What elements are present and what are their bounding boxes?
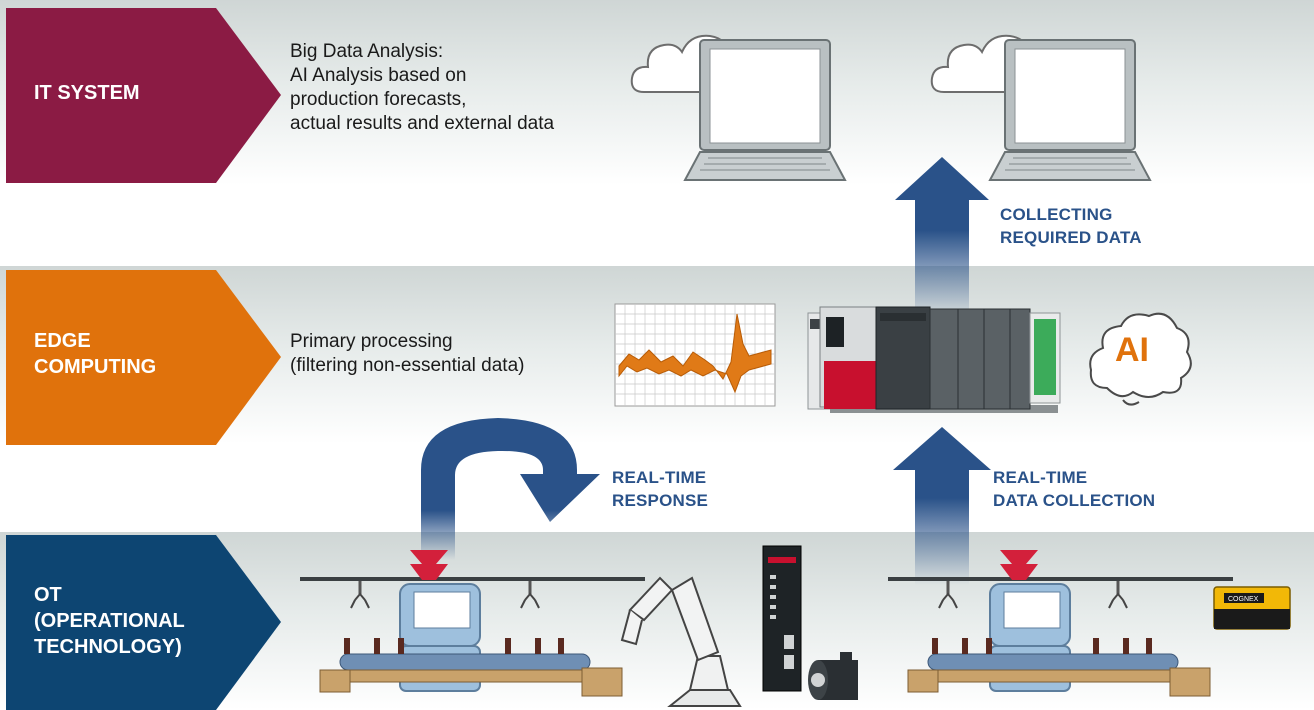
ai-badge: AI xyxy=(1115,331,1149,369)
it-system-description: Big Data Analysis: AI Analysis based on … xyxy=(290,41,555,134)
waveform-chart-icon xyxy=(614,303,776,407)
it-system-chevron xyxy=(6,8,281,183)
edge-computing-chevron xyxy=(6,270,281,445)
it-system-label: IT SYSTEM xyxy=(34,82,140,104)
real-time-response-label: REAL-TIME RESPONSE xyxy=(612,468,709,510)
servo-amplifier-icon xyxy=(762,545,802,692)
edge-computing-description: Primary processing (filtering non-essent… xyxy=(290,331,525,376)
ot-label: OT (OPERATIONAL TECHNOLOGY) xyxy=(34,584,185,658)
plc-controller-icon xyxy=(807,306,1061,413)
servo-motor-icon xyxy=(808,652,858,700)
camera-brand-label: COGNEX xyxy=(1228,596,1259,603)
laptop-icon xyxy=(683,39,847,181)
thought-cloud-icon xyxy=(1089,312,1192,406)
robot-arm-icon xyxy=(620,576,742,707)
real-time-response-arrow xyxy=(421,418,600,560)
laptop-icon xyxy=(988,39,1152,181)
vision-camera-icon: COGNEX xyxy=(1213,586,1291,630)
collecting-required-data-arrow xyxy=(895,157,989,320)
real-time-data-collection-label: REAL-TIME DATA COLLECTION xyxy=(993,468,1156,510)
conveyor-line-icon xyxy=(300,550,645,697)
ot-chevron xyxy=(6,535,281,710)
real-time-data-collection-arrow xyxy=(893,427,991,585)
collecting-required-data-label: COLLECTING REQUIRED DATA xyxy=(1000,205,1142,247)
edge-computing-label: EDGE COMPUTING xyxy=(34,330,157,378)
conveyor-line-icon xyxy=(888,550,1233,697)
